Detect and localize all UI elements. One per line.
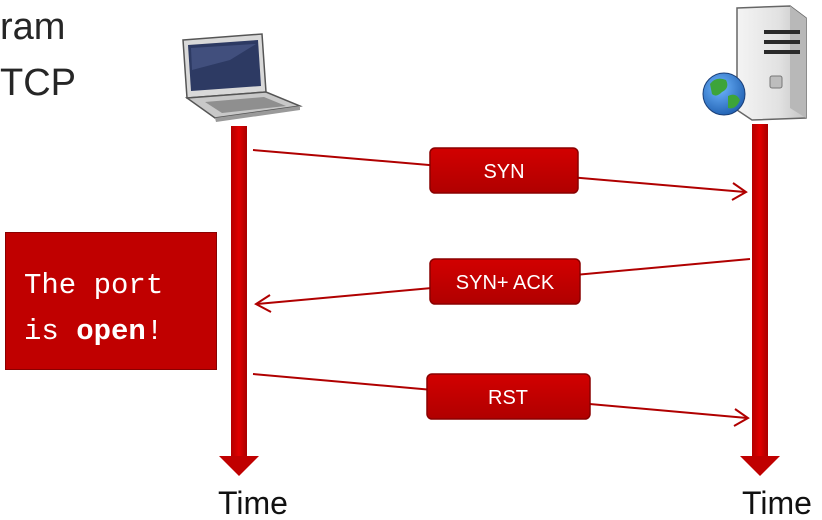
callout-open-word: open [76, 315, 146, 348]
rst-label: RST [488, 387, 528, 409]
syn-label: SYN [483, 161, 524, 183]
message-label-rst: RST [426, 373, 591, 420]
callout-line1: The port [24, 269, 164, 302]
message-label-syn-ack: SYN+ ACK [429, 258, 581, 305]
server-timeline [740, 124, 780, 476]
laptop-icon [182, 33, 303, 122]
callout-text: The port is open! [24, 263, 163, 355]
server-globe-icon [702, 5, 807, 121]
client-timeline [219, 126, 259, 476]
port-open-callout: The port is open! [5, 232, 217, 370]
callout-line2-suffix: ! [145, 315, 164, 348]
client-time-label: Time [218, 485, 288, 520]
callout-line2-prefix: is [24, 315, 77, 348]
server-time-label: Time [742, 485, 812, 520]
title-fragment-line1: ram [0, 6, 66, 48]
title-fragment-line2: TCP [0, 62, 76, 104]
syn-ack-label: SYN+ ACK [456, 272, 555, 294]
message-label-syn: SYN [429, 147, 579, 194]
